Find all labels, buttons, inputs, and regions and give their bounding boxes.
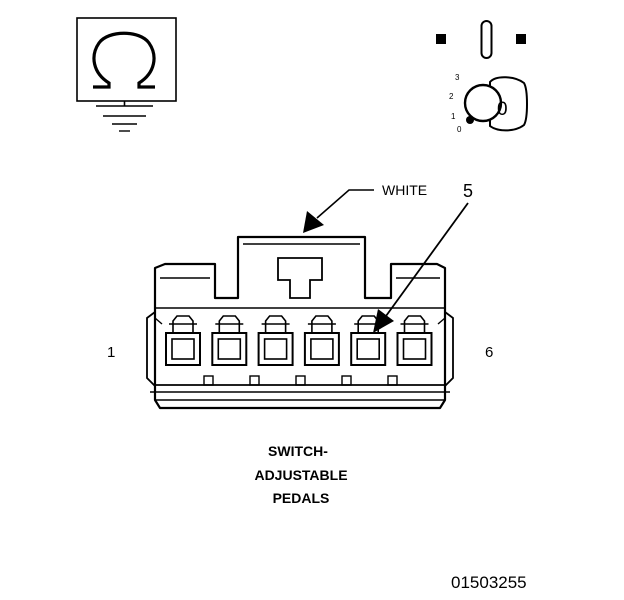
pin-1-label: 1 xyxy=(107,344,115,361)
figure-id: 01503255 xyxy=(451,573,527,592)
terminal-cavity-2 xyxy=(211,315,248,366)
connector-caption: SWITCH- ADJUSTABLE PEDALS xyxy=(254,443,347,506)
ignition-key-off-icon: 3 2 1 0 0 xyxy=(436,20,528,134)
ignition-position-0: 0 xyxy=(457,125,462,134)
pin-callout: 5 xyxy=(373,181,473,333)
terminal-cavity-3 xyxy=(257,315,294,366)
ignition-position-3: 3 xyxy=(455,73,460,82)
pin-callout-number: 5 xyxy=(463,181,473,201)
terminal-cavity-1 xyxy=(165,315,201,366)
caption-line-3: PEDALS xyxy=(273,490,330,506)
terminal-cavities xyxy=(165,315,433,366)
ohmmeter-with-ground-icon xyxy=(76,17,177,132)
ignition-position-2: 2 xyxy=(449,92,454,101)
caption-line-2: ADJUSTABLE xyxy=(254,467,347,483)
wire-color-callout: WHITE xyxy=(303,182,427,233)
connector-outline xyxy=(146,235,454,410)
terminal-cavity-6 xyxy=(396,315,433,366)
caption-line-1: SWITCH- xyxy=(268,443,328,459)
key-position-label: 0 xyxy=(497,99,508,120)
pin-6-label: 6 xyxy=(485,344,493,361)
wire-color-label: WHITE xyxy=(382,182,427,198)
ignition-position-1: 1 xyxy=(451,112,456,121)
terminal-cavity-4 xyxy=(303,315,340,366)
